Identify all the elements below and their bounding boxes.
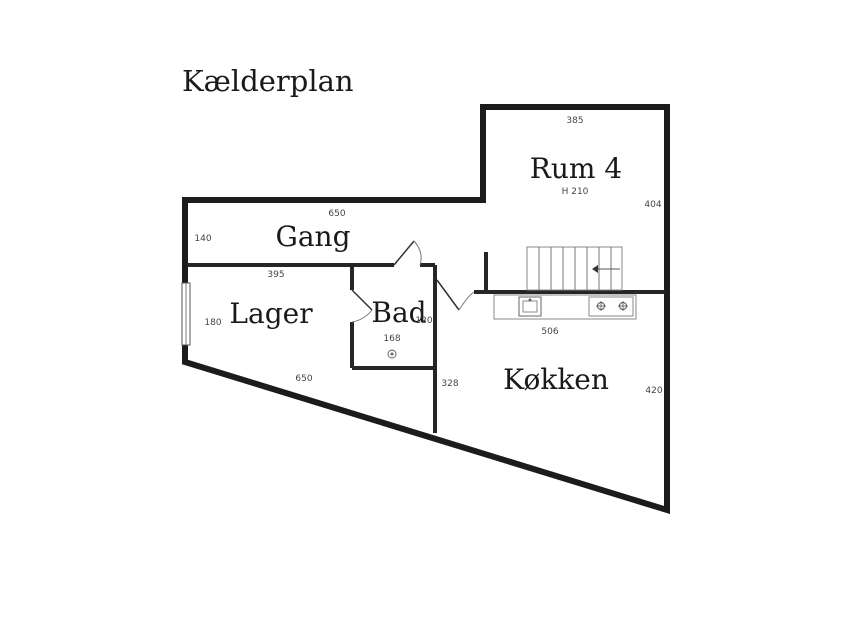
dimension-label: 120: [415, 316, 432, 326]
plan-title: Kælderplan: [182, 64, 354, 98]
room-label-lager: Lager: [229, 297, 313, 330]
dimension-label: 395: [267, 270, 284, 280]
dimension-label: 506: [541, 327, 558, 337]
room-label-bad: Bad: [371, 296, 426, 329]
door-swing-icon: [393, 240, 422, 266]
dimension-label: 168: [383, 334, 400, 344]
kitchen-counter: [493, 294, 637, 320]
dimension-label: 180: [204, 318, 221, 328]
dimension-label: 650: [328, 209, 345, 219]
dimension-label: 420: [645, 386, 662, 396]
stove-burner-icon: [588, 296, 634, 317]
room-label-kokken: Køkken: [503, 363, 609, 396]
dimension-label: 385: [566, 116, 583, 126]
door-swing-icon: [351, 289, 373, 323]
staircase-icon: [526, 246, 623, 291]
floor-drain-icon: [387, 349, 397, 359]
dimension-label: 328: [441, 379, 458, 389]
dimension-label: 140: [194, 234, 211, 244]
dimension-label: H 210: [562, 187, 589, 197]
sink-icon: [518, 296, 542, 317]
door-swing-icon: [436, 279, 475, 311]
dimension-label: 650: [295, 374, 312, 384]
stove-burner-icon: [618, 301, 628, 311]
exterior-wall: [182, 104, 670, 515]
room-label-rum4: Rum 4: [530, 152, 622, 185]
window-icon: [181, 282, 191, 346]
room-label-gang: Gang: [275, 220, 350, 253]
dimension-label: 404: [644, 200, 661, 210]
